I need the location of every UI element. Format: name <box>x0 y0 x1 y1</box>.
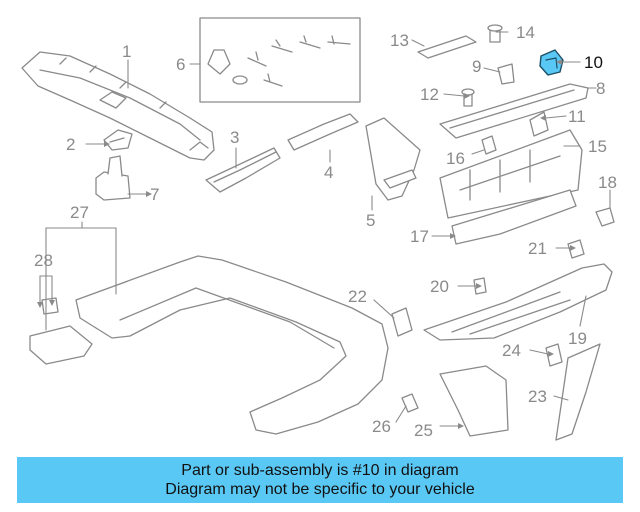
callout-7: 7 <box>150 185 159 204</box>
callout-8: 8 <box>596 79 605 98</box>
part-23-bracket <box>555 343 601 441</box>
footer-line-1: Part or sub-assembly is #10 in diagram <box>181 462 459 479</box>
callout-17: 17 <box>410 227 429 246</box>
part-24-bolt <box>545 343 563 367</box>
part-18-pin <box>595 207 615 227</box>
callout-2: 2 <box>66 135 75 154</box>
part-8-rail <box>439 83 589 139</box>
callout-11: 11 <box>568 107 586 126</box>
part-16-fastener <box>481 135 497 155</box>
arrowheads <box>37 59 576 429</box>
callout-3: 3 <box>230 128 239 147</box>
callout-4: 4 <box>324 163 333 182</box>
part-7-bracket <box>95 155 131 201</box>
part-25-plate <box>439 365 509 437</box>
callout-1: 1 <box>122 42 131 61</box>
part-22-clip <box>391 307 413 337</box>
callout-9: 9 <box>472 57 481 76</box>
callout-24: 24 <box>502 341 521 360</box>
callout-12: 12 <box>420 85 439 104</box>
callout-14: 14 <box>516 23 535 42</box>
callout-26: 26 <box>372 417 391 436</box>
part-21-clip <box>567 239 585 259</box>
callout-20: 20 <box>430 277 449 296</box>
part-17-lower-panel <box>451 189 577 245</box>
callout-labels: 1 2 3 4 5 6 7 8 9 10 11 12 13 14 15 16 1… <box>34 23 617 440</box>
callout-5: 5 <box>366 211 375 230</box>
callout-22: 22 <box>348 287 367 306</box>
part-2-clip <box>103 129 133 151</box>
part-5-mechanism <box>365 117 421 201</box>
part-1-header-trim <box>21 51 215 161</box>
part-4-rail-trim <box>287 113 359 151</box>
footer-line-2: Diagram may not be specific to your vehi… <box>165 481 475 498</box>
callout-19: 19 <box>568 329 587 348</box>
callout-6: 6 <box>176 55 185 74</box>
leader-lines <box>39 31 611 427</box>
part-3-pillar-trim <box>205 147 281 193</box>
callout-27: 27 <box>70 203 89 222</box>
part-14-screw <box>487 24 503 43</box>
callout-16: 16 <box>446 149 465 168</box>
footer-banner: Part or sub-assembly is #10 in diagram D… <box>17 457 623 503</box>
part-27-top-cover <box>75 255 389 435</box>
callout-23: 23 <box>528 387 547 406</box>
callout-18: 18 <box>598 173 617 192</box>
part-26-bolt <box>401 393 419 413</box>
part-9-clip <box>497 63 515 85</box>
callout-10: 10 <box>584 53 603 72</box>
callout-25: 25 <box>414 421 433 440</box>
part-13-pad <box>417 35 477 59</box>
part-10-highlighted-clip <box>539 49 564 76</box>
callout-15: 15 <box>588 137 607 156</box>
part-6-hardware-box <box>199 17 361 103</box>
callout-21: 21 <box>528 239 547 258</box>
part-12-bolt <box>461 88 475 107</box>
part-15-panel <box>439 129 583 219</box>
callout-28: 28 <box>34 251 53 270</box>
parts-diagram: 1 2 3 4 5 6 7 8 9 10 11 12 13 14 15 16 1… <box>21 17 617 441</box>
part-19-track <box>423 263 613 341</box>
callout-13: 13 <box>390 31 409 50</box>
